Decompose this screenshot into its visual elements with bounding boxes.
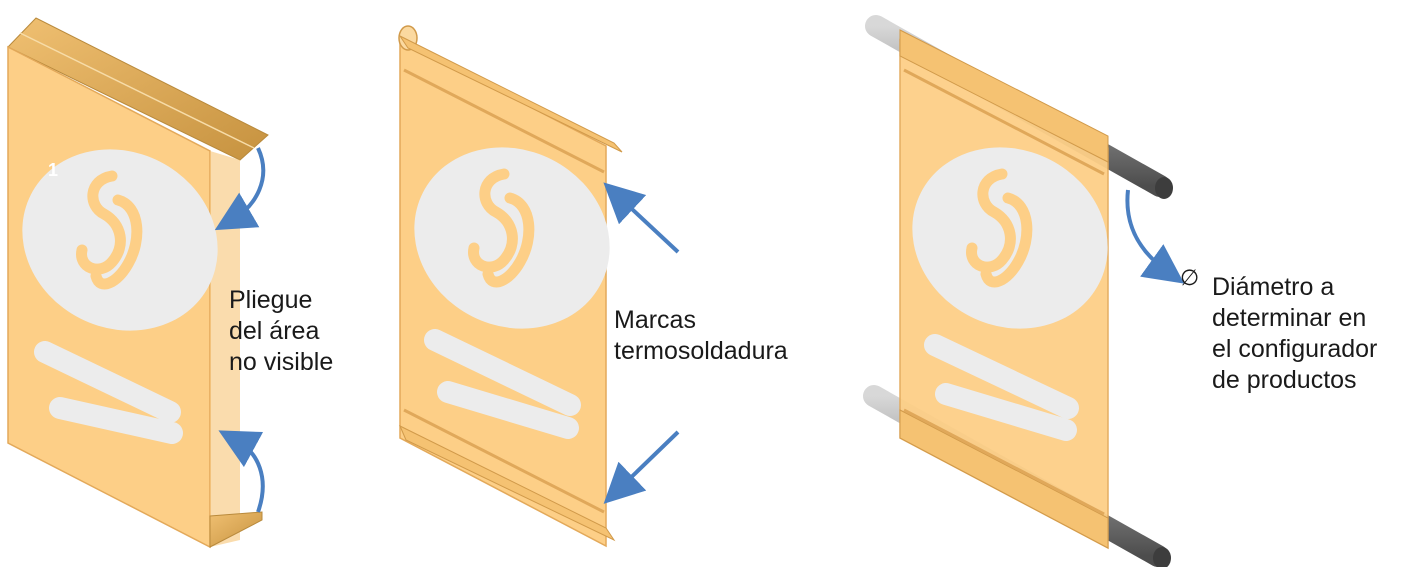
diameter-label-line: Diámetro a: [1212, 273, 1335, 301]
text-bar-1: [34, 341, 181, 423]
panel-heat-seal: [398, 25, 680, 548]
top-fold-strip: [7, 17, 269, 161]
fold-arrow-top: [214, 147, 266, 231]
heat-seal-label-line: Marcas: [614, 306, 696, 334]
panel-number: 1: [48, 160, 59, 180]
logo-mark: [966, 168, 1033, 288]
heat-seal-label: Marcas termosoldadura: [614, 305, 788, 367]
diameter-symbol-icon: ∅: [1180, 266, 1200, 291]
seal-arrow-bottom: [603, 430, 680, 504]
logo-mark: [468, 168, 535, 288]
seal-arrow-top: [603, 182, 680, 254]
text-bar-1: [924, 334, 1079, 419]
diameter-label: Diámetro a determinar en el configurador…: [1212, 272, 1377, 396]
seal-mark-bottom: [403, 408, 605, 514]
fold-label: Pliegue del área no visible: [229, 285, 333, 378]
heat-seal-label-line: termosoldadura: [614, 337, 788, 365]
panel-tube: [863, 15, 1185, 569]
fold-label-line: Pliegue: [229, 286, 313, 314]
fold-label-line: no visible: [229, 348, 334, 376]
diameter-label-line: determinar en: [1212, 304, 1367, 332]
panel-fold: [7, 17, 269, 549]
seal-mark-top: [403, 68, 605, 174]
logo-mark: [76, 170, 143, 290]
bottom-fold-strip: [209, 511, 263, 548]
fold-arrow-bottom: [218, 430, 265, 513]
text-bar-2: [49, 397, 183, 444]
diameter-label-line: de productos: [1212, 366, 1357, 394]
fold-label-line: del área: [229, 317, 320, 345]
text-bar-1: [424, 329, 581, 416]
diameter-label-line: el configurador: [1212, 335, 1378, 363]
text-bar-2: [935, 383, 1077, 441]
text-bar-2: [437, 381, 579, 439]
diameter-arrow: [1125, 189, 1185, 284]
